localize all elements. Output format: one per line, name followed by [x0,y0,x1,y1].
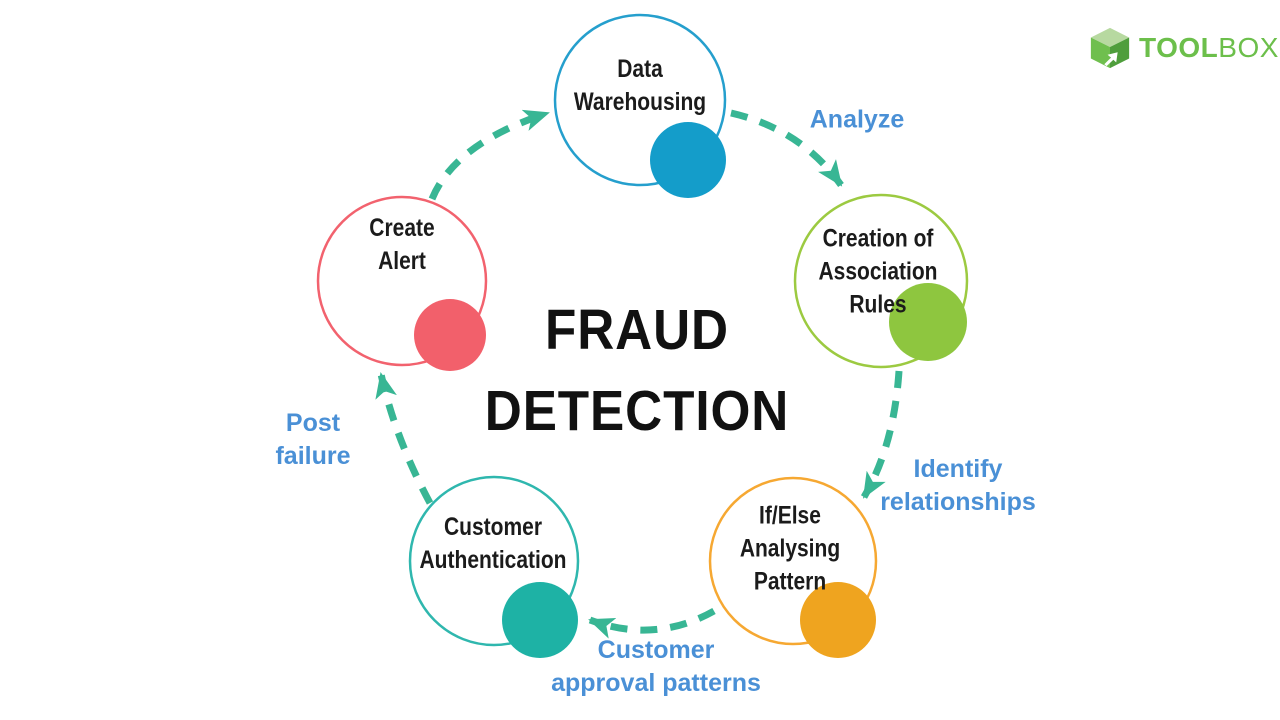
label-if-else-analysing-pattern: If/Else Analysing Pattern [740,500,840,599]
connector-label-identify-relationships: Identify relationships [880,453,1036,519]
label-line: If/Else [759,501,821,530]
label-line: Authentication [419,546,567,574]
label-line: Rules [849,290,907,319]
label-line: Analysing [739,534,841,563]
ball-data-warehousing [650,122,726,198]
toolbox-logo: TOOLBOX [1088,26,1279,70]
label-creation-of-association-rules: Creation of Association Rules [818,223,937,322]
label-data-warehousing: Data Warehousing [574,53,706,119]
cube-top-face [1090,27,1130,48]
label-line: Identify [913,455,1003,483]
label-line: Analyze [809,105,905,134]
logo-text-bold: TOOL [1139,32,1219,63]
label-line: Customer [597,636,715,664]
label-line: relationships [880,488,1036,516]
label-line: Customer [443,513,543,541]
logo-text-light: BOX [1218,32,1279,63]
cube-arrow-icon [1104,52,1118,67]
label-line: Warehousing [573,88,707,116]
page-title: FRAUD DETECTION [485,290,790,452]
toolbox-cube-icon [1090,27,1130,69]
ball-customer-authentication [502,582,578,658]
ball-creation-of-association-rules [889,283,967,361]
arrow-post-failure [375,372,434,505]
label-line: Alert [378,247,426,275]
arrow-identify-relationships [860,370,903,499]
label-customer-authentication: Customer Authentication [420,511,567,577]
label-line: Data [617,55,663,83]
arrow-customer-approval-patterns [588,607,716,639]
ball-if-else-analysing-pattern [800,582,876,658]
label-line: Create [369,214,435,242]
ball-create-alert [414,299,486,371]
arrow-analyze [730,109,844,188]
title-line-1: FRAUD [544,298,730,362]
cube-left-face [1090,37,1110,69]
label-line: Association [818,257,938,286]
title-line-2: DETECTION [484,379,790,443]
connector-label-post-failure: Post failure [275,407,350,473]
arrow-create-alert-to-data-warehousing [428,109,550,201]
label-line: failure [275,442,351,470]
label-line: approval patterns [551,669,761,697]
label-create-alert: Create Alert [369,212,434,278]
toolbox-wordmark: TOOLBOX [1139,32,1279,64]
label-line: Creation of [822,224,934,253]
label-line: Pattern [753,567,827,596]
label-line: Post [285,409,341,437]
connector-label-analyze: Analyze [810,104,904,137]
connector-label-customer-approval-patterns: Customer approval patterns [551,634,761,700]
